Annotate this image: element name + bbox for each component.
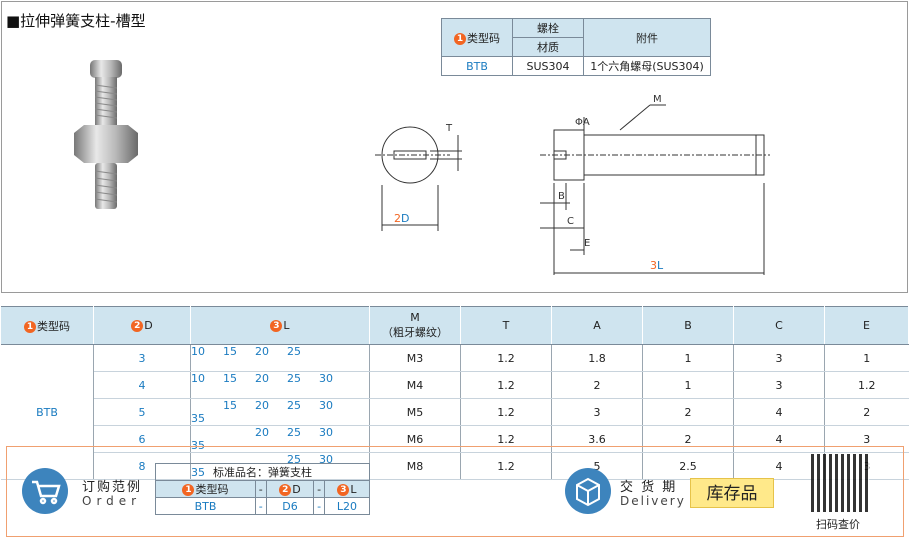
- mat-type-value: BTB: [441, 56, 513, 76]
- col-header-c: C: [733, 306, 825, 345]
- col-header-a: A: [551, 306, 643, 345]
- mat-accessory-header: 附件: [583, 18, 711, 57]
- order-frame: [6, 446, 904, 537]
- delivery-label-cn: 交 货 期: [620, 480, 678, 495]
- type-cell: BTB: [1, 344, 94, 480]
- mat-material-value: SUS304: [512, 56, 584, 76]
- mat-bolt-header: 螺栓: [512, 18, 584, 38]
- qr-label: 扫码查价: [816, 518, 860, 531]
- stock-badge: 库存品: [690, 478, 774, 508]
- delivery-label-en: Delivery: [620, 494, 686, 508]
- dim-t-label: T: [445, 123, 453, 134]
- order-label-en: Order: [82, 494, 142, 508]
- dim-c-label: C: [567, 216, 574, 227]
- col-header-b: B: [642, 306, 734, 345]
- dim-b-label: B: [558, 191, 565, 202]
- page-title: ■拉伸弹簧支柱-槽型: [6, 12, 146, 30]
- dim-e-label: E: [584, 238, 590, 249]
- order-label-cn: 订购范例: [82, 480, 143, 495]
- technical-drawing: 2D T M ΦA B C E 3L: [375, 95, 770, 275]
- cart-icon: [22, 468, 68, 514]
- product-photo: [74, 60, 138, 209]
- box-icon: [565, 468, 611, 514]
- qr-code-icon[interactable]: [811, 454, 869, 512]
- dim-m-label: M: [653, 95, 662, 105]
- dim-a-label: ΦA: [575, 117, 590, 128]
- mat-accessory-value: 1个六角螺母(SUS304): [583, 56, 711, 76]
- std-name: 标准品名：弹簧支柱: [155, 463, 370, 481]
- dim-l-label: 3L: [650, 259, 664, 272]
- col-header-m: M（粗牙螺纹）: [369, 306, 461, 345]
- dim-d-label: 2D: [394, 212, 409, 225]
- product-frame: [1, 1, 908, 293]
- mat-material-header: 材质: [512, 37, 584, 57]
- col-header-e: E: [824, 306, 909, 345]
- col-header-t: T: [460, 306, 552, 345]
